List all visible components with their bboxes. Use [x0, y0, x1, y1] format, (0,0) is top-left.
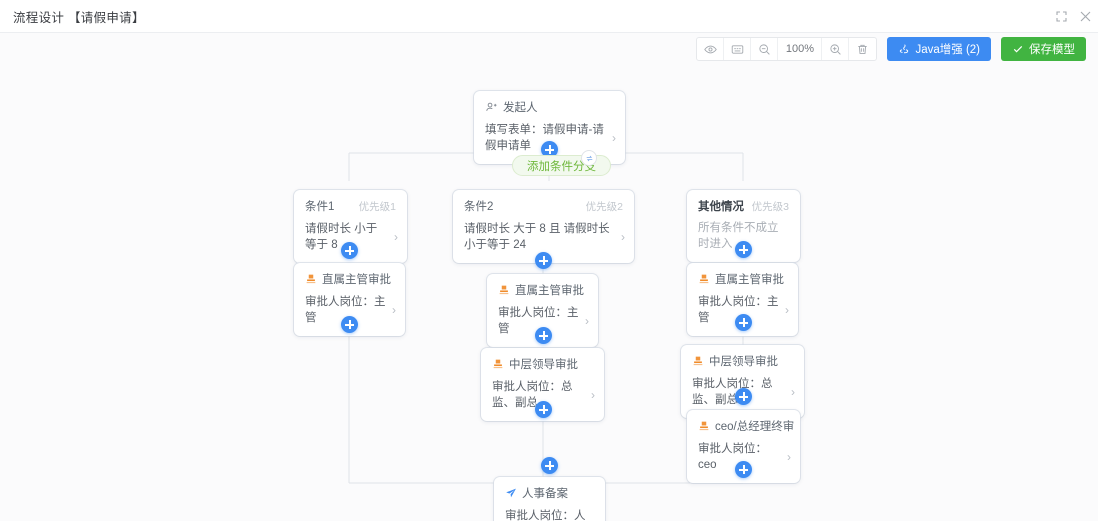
node-condition-1-title: 条件1	[305, 201, 335, 213]
node-col3-approval-2[interactable]: 中层领导审批 审批人岗位：总监、副总 ›	[681, 345, 804, 418]
java-enhance-label: Java增强 (2)	[915, 44, 980, 56]
approve-stamp-icon	[698, 420, 710, 432]
save-model-button[interactable]: 保存模型	[1001, 37, 1086, 61]
node-col3-approval-3-head: ceo/总经理终审	[687, 410, 800, 438]
node-condition-2-head: 条件2 优先级2	[453, 190, 634, 218]
node-col2-approval-2-title: 中层领导审批	[509, 359, 578, 371]
save-model-label: 保存模型	[1029, 44, 1075, 56]
node-condition-3-title: 其他情况	[698, 201, 744, 213]
node-col1-approval-1-title: 直属主管审批	[322, 274, 391, 286]
chevron-right-icon: ›	[621, 230, 625, 244]
node-col3-approval-1-text: 审批人岗位：主管	[698, 296, 779, 324]
node-col3-approval-1-head: 直属主管审批	[687, 263, 798, 291]
form-icon[interactable]	[724, 38, 752, 60]
user-add-icon	[485, 101, 498, 114]
add-node-col3-top[interactable]	[735, 241, 752, 258]
node-col3-approval-3-body[interactable]: 审批人岗位：ceo ›	[687, 438, 800, 483]
add-node-before-end[interactable]	[541, 457, 558, 474]
node-end-title: 人事备案	[522, 488, 568, 500]
node-col3-approval-2-body[interactable]: 审批人岗位：总监、副总 ›	[681, 373, 804, 418]
node-condition-2-title: 条件2	[464, 201, 494, 213]
node-condition-1-text: 请假时长 小于等于 8	[305, 223, 378, 251]
node-condition-1-priority: 优先级1	[358, 200, 396, 213]
approve-stamp-icon	[498, 284, 510, 296]
node-col2-approval-1-title: 直属主管审批	[515, 285, 584, 297]
node-end[interactable]: 人事备案 审批人岗位：人事 ›	[494, 477, 605, 521]
node-condition-2-text: 请假时长 大于 8 且 请假时长 小于等于 24	[464, 223, 610, 251]
expand-icon[interactable]	[1054, 9, 1068, 23]
node-col3-approval-3-title: ceo/总经理终审	[715, 421, 795, 433]
add-node-col2-bottom[interactable]	[535, 401, 552, 418]
chevron-right-icon: ›	[394, 230, 398, 244]
node-condition-2[interactable]: 条件2 优先级2 请假时长 大于 8 且 请假时长 小于等于 24 ›	[453, 190, 634, 263]
node-condition-2-priority: 优先级2	[585, 200, 623, 213]
chevron-right-icon: ›	[591, 388, 595, 402]
node-col2-approval-1-head: 直属主管审批	[487, 274, 598, 302]
chevron-right-icon: ›	[612, 131, 616, 145]
add-node-col3-second[interactable]	[735, 314, 752, 331]
node-condition-3-head: 其他情况 优先级3	[687, 190, 800, 218]
node-col3-approval-3-text: 审批人岗位：ceo	[698, 443, 767, 471]
chevron-right-icon: ›	[787, 450, 791, 464]
send-icon	[505, 487, 517, 499]
node-start-body[interactable]: 填写表单：请假申请-请假申请单 ›	[474, 119, 625, 164]
java-enhance-button[interactable]: Java增强 (2)	[887, 37, 991, 61]
node-start-head: 发起人	[474, 91, 625, 119]
add-node-col3-third[interactable]	[735, 388, 752, 405]
eye-icon[interactable]	[697, 38, 725, 60]
node-col2-approval-2-text: 审批人岗位：总监、副总	[492, 381, 573, 409]
node-start-text: 填写表单：请假申请-请假申请单	[485, 124, 604, 152]
node-col2-approval-1-body[interactable]: 审批人岗位：主管 ›	[487, 302, 598, 347]
node-condition-3-text: 所有条件不成立时进入	[698, 222, 779, 250]
node-col3-approval-2-head: 中层领导审批	[681, 345, 804, 373]
canvas-toolbar: 100% Java增强 (2)	[696, 37, 1086, 61]
chevron-right-icon: ›	[392, 303, 396, 317]
node-end-head: 人事备案	[494, 477, 605, 505]
node-col1-approval-1-text: 审批人岗位：主管	[305, 296, 386, 324]
node-condition-2-body[interactable]: 请假时长 大于 8 且 请假时长 小于等于 24 ›	[453, 218, 634, 263]
add-condition-branch-label: 添加条件分支	[527, 160, 596, 173]
approve-stamp-icon	[492, 358, 504, 370]
add-node-col3-bottom[interactable]	[735, 461, 752, 478]
page-title: 流程设计 【请假申请】	[13, 10, 145, 25]
add-node-col1-bottom[interactable]	[341, 316, 358, 333]
node-col3-approval-2-text: 审批人岗位：总监、副总	[692, 378, 773, 406]
node-col2-approval-1-text: 审批人岗位：主管	[498, 307, 579, 335]
node-condition-3-priority: 优先级3	[751, 200, 789, 213]
node-start-title: 发起人	[503, 102, 538, 114]
chevron-right-icon: ›	[785, 303, 789, 317]
zoom-in-icon[interactable]	[822, 38, 850, 60]
add-node-col2-middle[interactable]	[535, 327, 552, 344]
toolbar-icon-group: 100%	[696, 37, 878, 61]
chevron-right-icon: ›	[592, 516, 596, 521]
swap-icon[interactable]	[581, 150, 597, 166]
approve-stamp-icon	[698, 273, 710, 285]
close-icon[interactable]	[1078, 9, 1092, 23]
node-col1-approval-1-body[interactable]: 审批人岗位：主管 ›	[294, 291, 405, 336]
node-col2-approval-2-head: 中层领导审批	[481, 348, 604, 376]
node-condition-1-body[interactable]: 请假时长 小于等于 8 ›	[294, 218, 407, 263]
chevron-right-icon: ›	[791, 385, 795, 399]
node-col3-approval-2-title: 中层领导审批	[709, 356, 778, 368]
node-condition-3-body: 所有条件不成立时进入	[687, 218, 800, 262]
zoom-level[interactable]: 100%	[778, 38, 823, 60]
node-col1-approval-1-head: 直属主管审批	[294, 263, 405, 291]
node-end-body[interactable]: 审批人岗位：人事 ›	[494, 505, 605, 521]
node-end-text: 审批人岗位：人事	[505, 510, 586, 521]
chevron-right-icon: ›	[585, 314, 589, 328]
node-condition-1-head: 条件1 优先级1	[294, 190, 407, 218]
node-col3-approval-1-title: 直属主管审批	[715, 274, 784, 286]
flow-canvas[interactable]: 100% Java增强 (2)	[0, 33, 1098, 521]
node-col3-approval-1-body[interactable]: 审批人岗位：主管 ›	[687, 291, 798, 336]
approve-stamp-icon	[692, 355, 704, 367]
add-node-col2-top[interactable]	[535, 252, 552, 269]
window-controls	[1054, 9, 1092, 23]
trash-icon[interactable]	[849, 38, 876, 60]
add-node-after-start[interactable]	[541, 141, 558, 158]
title-bar: 流程设计 【请假申请】	[0, 0, 1098, 33]
node-col2-approval-2-body[interactable]: 审批人岗位：总监、副总 ›	[481, 376, 604, 421]
approve-stamp-icon	[305, 273, 317, 285]
zoom-out-icon[interactable]	[751, 38, 779, 60]
add-node-col1-top[interactable]	[341, 242, 358, 259]
